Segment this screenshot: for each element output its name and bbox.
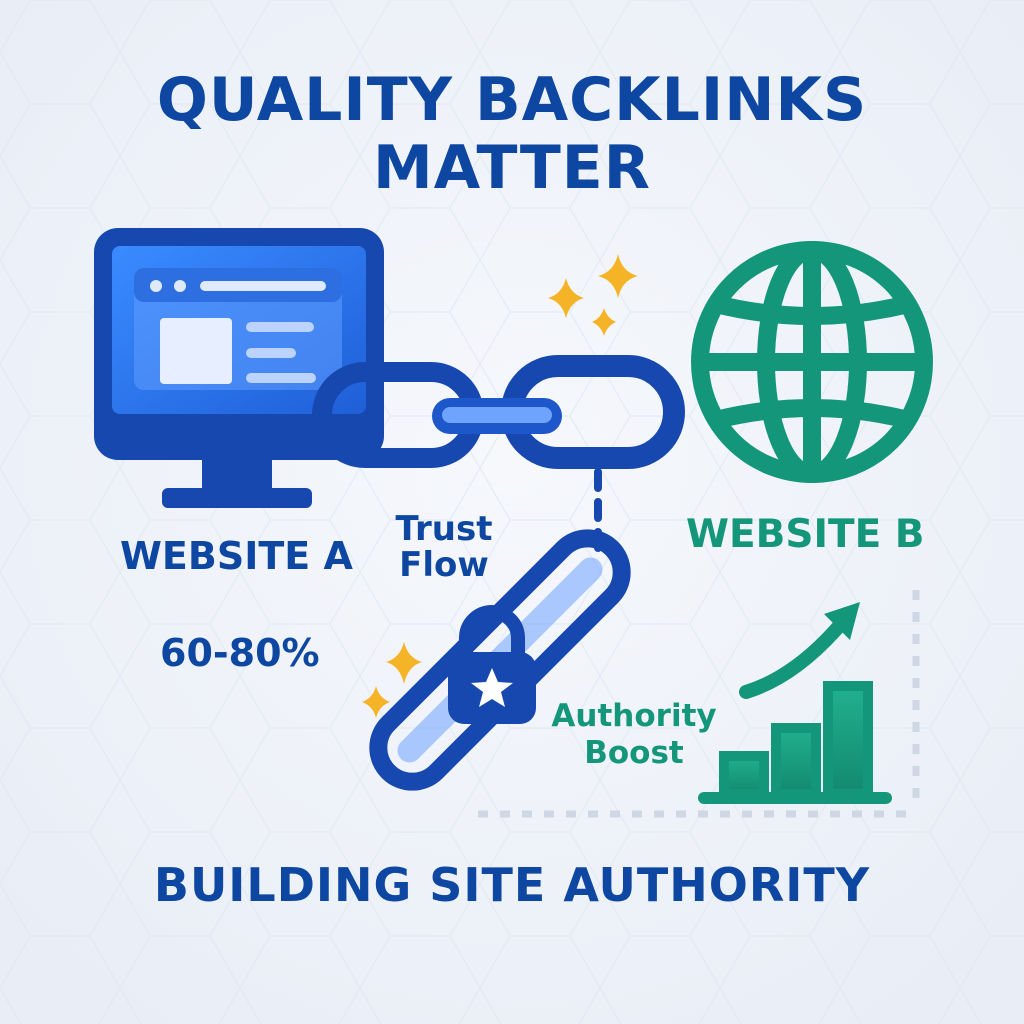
percentage-stat: 60-80% [160,631,320,675]
footer-title: BUILDING SITE AUTHORITY [153,858,871,912]
title-line-2: MATTER [373,133,651,203]
trust-flow-line-2: Flow [399,544,489,585]
trust-flow-line-1: Trust [395,509,493,549]
title-line-1: QUALITY BACKLINKS [156,65,868,135]
authority-boost-line-1: Authority [551,698,717,734]
dotted-axes [478,590,920,818]
trust-flow-label: Trust Flow [380,509,508,585]
authority-boost-line-2: Boost [584,735,684,772]
rising-bar-chart-icon [698,602,892,804]
monitor-browser-icon [94,228,384,508]
globe-icon [691,241,933,483]
padlock-star-icon [448,605,536,724]
sparkle-icons [362,254,638,718]
authority-boost-label: Authority Boost [546,698,722,772]
website-b-label: WEBSITE B [686,512,925,557]
website-a-label: WEBSITE A [120,534,353,578]
chain-link-icon [312,355,685,469]
